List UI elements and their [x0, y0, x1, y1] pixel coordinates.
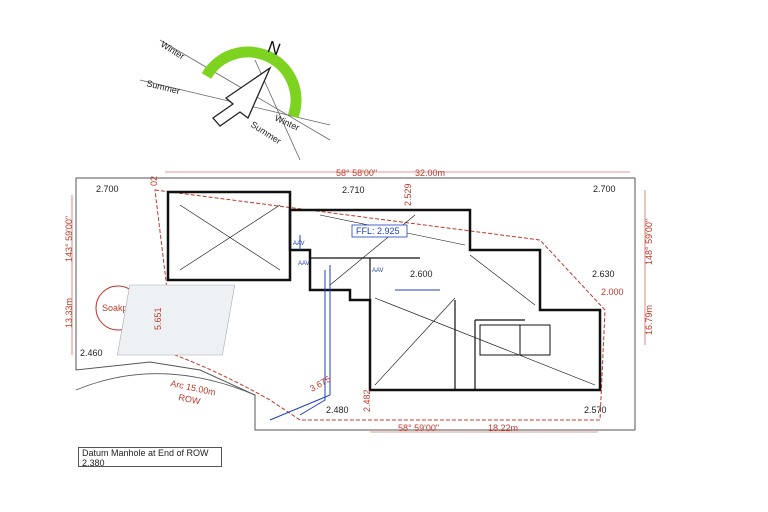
level-top-center: 2.710 — [342, 185, 365, 195]
property-boundary — [154, 189, 606, 421]
length-left: 13.33m — [64, 298, 74, 328]
dim-5651: 5.651 — [153, 307, 163, 330]
datum-box: Datum Manhole at End of ROW 2.380 — [78, 447, 222, 468]
bearing-top: 58° 58'00" — [336, 168, 377, 178]
level-top-right: 2.700 — [593, 184, 616, 194]
dim-2000: 2.000 — [601, 287, 624, 297]
north-label: N — [265, 37, 283, 59]
paving-area — [117, 284, 236, 356]
summer-label-left: Summer — [146, 78, 181, 96]
winter-label-top: Winter — [159, 39, 186, 61]
north-arrow-icon — [212, 66, 272, 127]
length-top: 32.00m — [415, 168, 445, 178]
level-mid-right: 2.630 — [592, 269, 615, 279]
level-bottom-right: 2.570 — [584, 405, 607, 415]
length-right: 16.79m — [644, 305, 654, 335]
row-label: ROW — [178, 392, 202, 406]
level-mid-left: 2.460 — [80, 348, 103, 358]
bearing-right: 148° 59'00" — [644, 219, 654, 265]
ffl-text: FFL: 2.925 — [356, 226, 400, 236]
aav-tag-1: AAV — [293, 241, 305, 247]
datum-line-2: 2.380 — [82, 458, 105, 468]
drainage-lines — [269, 235, 440, 421]
ffl-label: FFL: 2.925 — [351, 224, 408, 238]
length-bottom: 18.22m — [488, 423, 518, 433]
level-mid-center: 2.600 — [410, 269, 433, 279]
north-arc — [201, 46, 302, 119]
site-outline — [75, 177, 636, 431]
aav-tag-3: AAV — [298, 261, 310, 267]
bearing-bottom: 58° 59'00" — [398, 423, 439, 433]
datum-line-1: Datum Manhole at End of ROW — [82, 448, 209, 458]
compass: N Winter Summer Summer Winter — [139, 37, 331, 161]
house-footprint — [166, 190, 602, 392]
level-top-left: 2.700 — [96, 184, 119, 194]
dim-2529: 2.529 — [403, 183, 413, 206]
dim-3675: 3.675 — [308, 374, 333, 394]
level-bottom-center: 2.480 — [326, 405, 349, 415]
aav-tags: AAV AAV AAV — [293, 241, 384, 274]
aav-tag-2: AAV — [372, 268, 384, 274]
dim-02: 02 — [149, 176, 159, 186]
soakpit-label: Soakpit — [102, 303, 133, 313]
bearing-left: 143° 59'00" — [64, 216, 74, 262]
dim-2482: 2.482 — [362, 389, 372, 412]
boundary-line — [154, 189, 606, 421]
